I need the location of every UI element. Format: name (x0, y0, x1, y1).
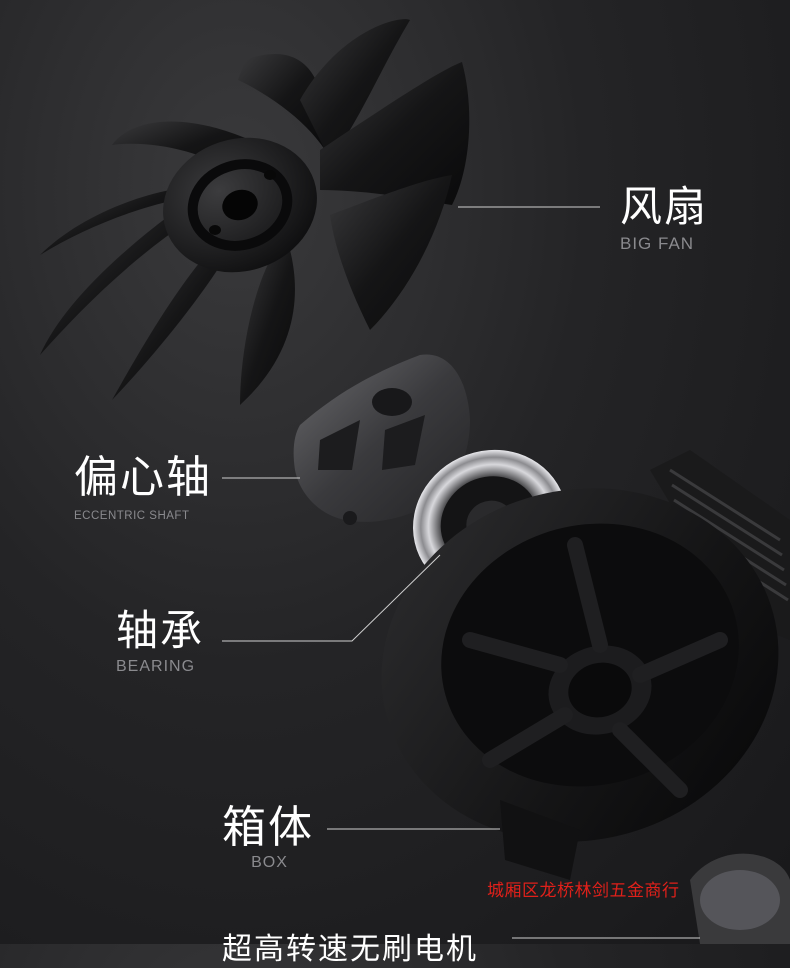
fan-blade (330, 175, 452, 330)
fan-blade (320, 62, 470, 205)
label-big-fan-cn: 风扇 (620, 182, 709, 231)
housing-box-part (381, 450, 790, 944)
label-brushless-motor: 超高转速无刷电机 (222, 932, 478, 967)
label-box-en: BOX (251, 854, 288, 871)
label-eccentric-shaft: 偏心轴 ECCENTRIC SHAFT (74, 452, 214, 523)
label-box-cn: 箱体 (222, 802, 314, 853)
fan-hub-hole (222, 189, 258, 221)
fan-blade (112, 250, 230, 400)
fan-blade (238, 54, 326, 150)
leader-line-bearing (222, 554, 441, 642)
fan-hub-ring (187, 159, 293, 251)
fan-part (40, 19, 470, 405)
label-big-fan: 风扇 BIG FAN (620, 186, 708, 254)
label-box: 箱体 BOX (222, 806, 317, 872)
fan-blade (300, 19, 410, 160)
label-eccentric-shaft-cn: 偏心轴 (74, 452, 212, 503)
fan-blade (40, 190, 175, 255)
label-bearing: 轴承 BEARING (116, 610, 211, 676)
label-bearing-cn: 轴承 (116, 606, 205, 655)
eccentric-shaft-part (293, 354, 470, 525)
label-eccentric-shaft-en: ECCENTRIC SHAFT (74, 510, 190, 522)
label-bearing-en: BEARING (116, 658, 196, 675)
exploded-view-illustration (40, 19, 790, 944)
fan-blade (240, 250, 295, 405)
label-big-fan-en: BIG FAN (620, 234, 695, 253)
store-watermark: 城厢区龙桥林剑五金商行 (487, 881, 680, 901)
